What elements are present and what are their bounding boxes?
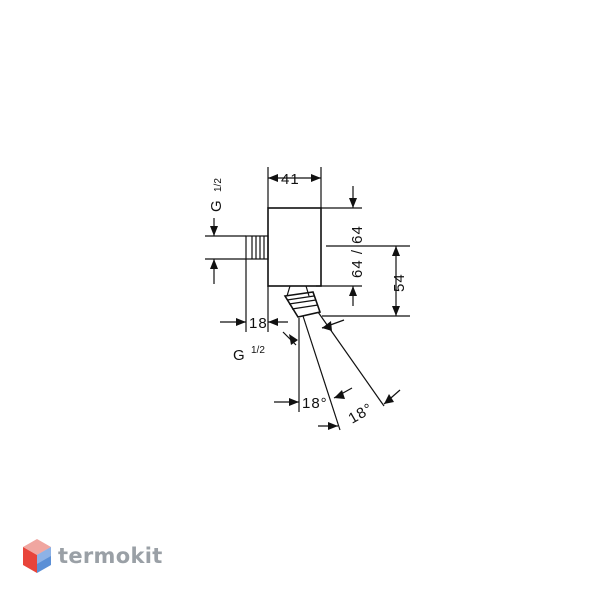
angle-18-second: 18° — [318, 389, 401, 430]
fitting-body — [267, 207, 322, 287]
dim-54-label: 54 — [391, 273, 408, 292]
swivel-angle-lines — [298, 311, 385, 431]
dimension-54: 54 — [322, 245, 410, 317]
inlet-stub — [245, 235, 269, 260]
dim-64-label: 64 / 64 — [349, 225, 366, 278]
inlet-thread-fraction: 1/2 — [213, 178, 224, 192]
dimension-64: 64 / 64 — [316, 186, 366, 306]
dim-41-label: 41 — [281, 171, 300, 188]
outlet-thread-fraction: 1/2 — [251, 345, 265, 356]
watermark-brand-text: termokit — [58, 544, 163, 568]
fitting-outline — [245, 207, 322, 318]
angle-1-label: 18° — [302, 395, 328, 412]
inlet-thread-dimension: G 1/2 — [205, 178, 246, 284]
outlet-thread-label: G — [233, 347, 246, 364]
dimension-41: 41 — [267, 167, 322, 208]
angle-2-label: 18° — [346, 400, 377, 428]
outlet-nozzle — [283, 285, 322, 318]
dimension-18: 18 — [220, 259, 288, 332]
termokit-logo-icon — [23, 539, 51, 573]
dim-18-label: 18 — [249, 315, 268, 332]
inlet-thread-label: G — [208, 199, 225, 212]
termokit-watermark: termokit — [22, 536, 163, 576]
angle-18-first: 18° — [274, 387, 353, 412]
